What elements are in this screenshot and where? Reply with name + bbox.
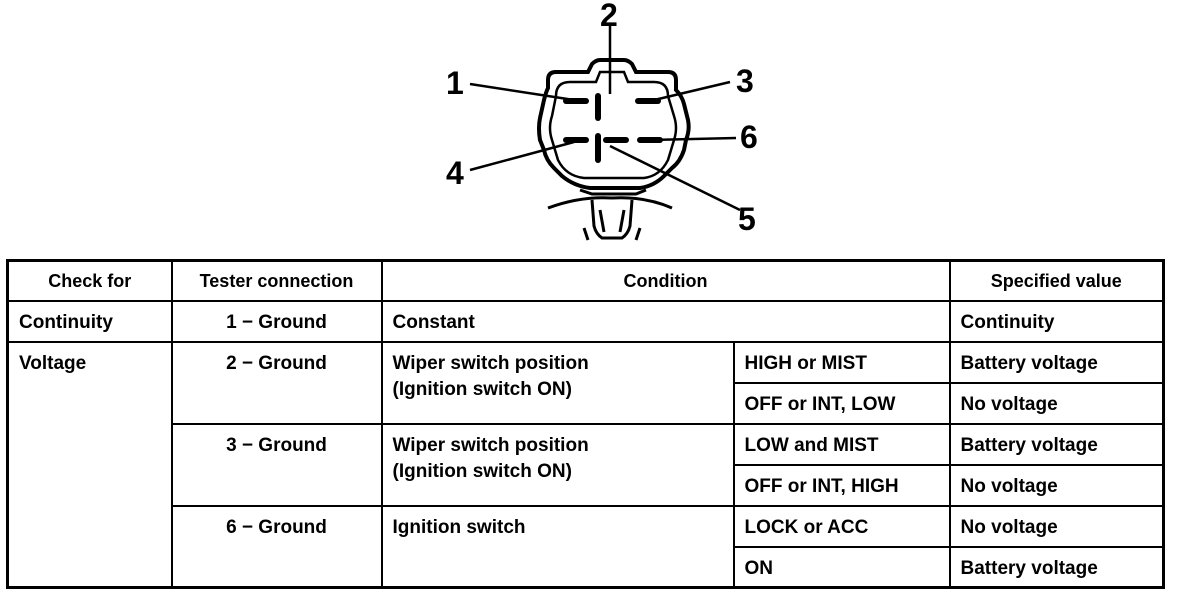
switch-position-cell: LOCK or ACC xyxy=(732,504,951,548)
table-row: 6 − Ground Ignition switch LOCK or ACC N… xyxy=(8,504,1165,589)
header-condition: Condition xyxy=(380,259,951,302)
switch-position-cell: OFF or INT, LOW xyxy=(732,381,951,425)
specified-value-cell: Continuity xyxy=(948,299,1165,343)
switch-position-cell: LOW and MIST xyxy=(732,422,951,466)
table-row: Continuity 1 − Ground Constant Continuit… xyxy=(6,299,1165,343)
tester-connection-cell: 3 − Ground xyxy=(170,422,383,507)
condition-line: Wiper switch position xyxy=(392,434,589,456)
check-for-voltage: Voltage xyxy=(6,340,173,589)
inspection-table: Check for Tester connection Condition Sp… xyxy=(6,259,1166,589)
table-row: Voltage 2 − Ground Wiper switch position… xyxy=(6,340,1165,589)
condition-cell: Constant xyxy=(380,299,951,343)
tester-connection-cell: 6 − Ground xyxy=(170,504,383,589)
switch-position-cell: ON xyxy=(732,545,951,589)
header-tester-connection: Tester connection xyxy=(170,259,383,302)
tester-connection-cell: 1 − Ground xyxy=(170,299,383,343)
condition-cell: Wiper switch position (Ignition switch O… xyxy=(380,340,735,425)
pin-label-3: 3 xyxy=(736,63,754,99)
pin-label-5: 5 xyxy=(738,201,756,237)
tester-connection-cell: 2 − Ground xyxy=(170,340,383,425)
table-row: OFF or INT, HIGH No voltage xyxy=(8,463,1165,507)
pin-label-2: 2 xyxy=(600,0,618,33)
pin-leader-lines xyxy=(469,26,741,212)
table-row: OFF or INT, LOW No voltage xyxy=(8,381,1165,425)
specified-value-cell: Battery voltage xyxy=(948,340,1165,384)
pin-label-1: 1 xyxy=(446,65,464,101)
condition-line: Wiper switch position xyxy=(392,352,589,374)
connector-latch xyxy=(547,188,673,241)
header-check-for: Check for xyxy=(6,259,173,302)
specified-value-cell: No voltage xyxy=(948,463,1165,507)
check-for-continuity: Continuity xyxy=(6,299,173,343)
switch-position-cell: OFF or INT, HIGH xyxy=(732,463,951,507)
specified-value-cell: Battery voltage xyxy=(948,545,1165,589)
switch-position-cell: HIGH or MIST xyxy=(732,340,951,384)
connector-inner-outline xyxy=(548,70,678,180)
pin-label-4: 4 xyxy=(446,155,464,191)
table-row: 3 − Ground Wiper switch position (Igniti… xyxy=(8,422,1165,507)
header-specified-value: Specified value xyxy=(948,259,1165,302)
specified-value-cell: No voltage xyxy=(948,381,1165,425)
connector-housing xyxy=(537,58,691,190)
table-header-row: Check for Tester connection Condition Sp… xyxy=(6,259,1165,302)
table-row: ON Battery voltage xyxy=(8,545,1165,589)
condition-line: Ignition switch xyxy=(392,516,526,538)
specified-value-cell: Battery voltage xyxy=(948,422,1165,466)
specified-value-cell: No voltage xyxy=(948,504,1165,548)
condition-cell: Wiper switch position (Ignition switch O… xyxy=(380,422,735,507)
terminal-slots xyxy=(563,93,663,163)
condition-line: (Ignition switch ON) xyxy=(392,460,572,482)
pin-label-6: 6 xyxy=(740,119,758,155)
condition-line: (Ignition switch ON) xyxy=(392,378,572,400)
condition-cell: Ignition switch xyxy=(380,504,735,589)
